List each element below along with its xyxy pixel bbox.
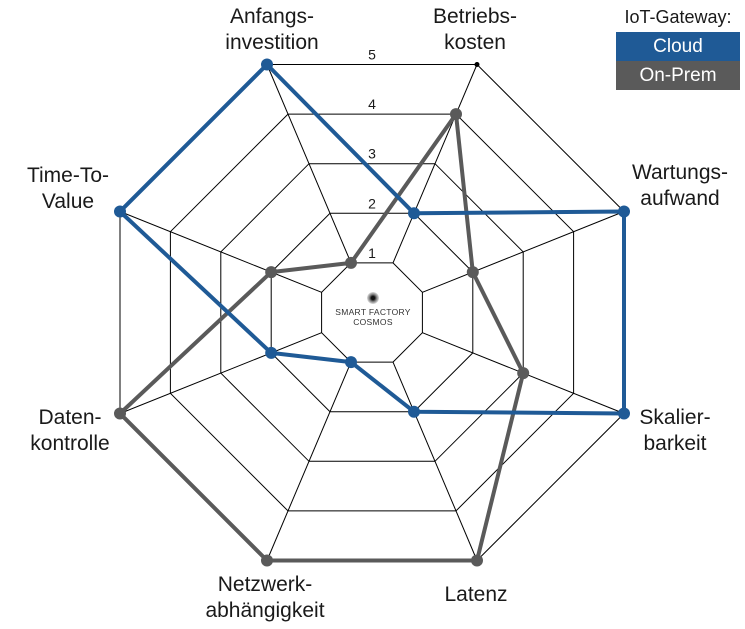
tick-label-3: 3: [368, 146, 376, 162]
axis-label-latenz: Latenz: [444, 583, 508, 606]
grid-spoke: [266, 64, 352, 264]
data-point-cloud[interactable]: [408, 207, 420, 220]
grid-spoke: [422, 211, 625, 293]
data-point-on-prem[interactable]: [450, 108, 462, 121]
legend-title: IoT-Gateway:: [624, 7, 732, 27]
tick-label-5: 5: [368, 47, 376, 63]
legend-item-on-prem[interactable]: On-Prem: [616, 61, 740, 90]
grid-spoke: [119, 211, 322, 293]
data-point-on-prem[interactable]: [466, 266, 479, 279]
series-line-cloud: [118, 62, 626, 416]
axis-label-wartungsaufwand: Wartungs- aufwand: [631, 161, 729, 210]
legend: IoT-Gateway: Cloud On-Prem: [616, 6, 740, 90]
grid-spoke: [266, 361, 352, 561]
series-line-on-prem: [118, 112, 526, 563]
tick-label-1: 1: [368, 245, 376, 261]
data-point-cloud[interactable]: [261, 58, 273, 71]
tick-label-2: 2: [368, 195, 376, 211]
axis-label-skalierbarkeit: Skalier- barkeit: [639, 406, 711, 455]
axis-label-anfangsinvestition: Anfangs- investition: [225, 5, 319, 54]
smart-factory-cosmos-logo: SMART FACTORY COSMOS: [322, 292, 424, 327]
logo-line-1: SMART FACTORY: [335, 307, 411, 317]
vertex-dot: [474, 62, 480, 67]
tick-label-4: 4: [368, 96, 376, 112]
axis-label-datenkontrolle: Daten- kontrolle: [30, 406, 110, 455]
grid-spoke: [392, 64, 478, 264]
grid-spoke: [392, 361, 478, 561]
data-point-on-prem[interactable]: [517, 367, 530, 380]
data-point-on-prem[interactable]: [265, 266, 278, 279]
scale-tick-labels: 1 2 3 4 5: [368, 47, 376, 261]
axis-label-netzwerkabhaengigkeit: Netzwerk- abhängigkeit: [205, 573, 325, 622]
data-point-cloud[interactable]: [345, 356, 357, 369]
data-point-cloud[interactable]: [618, 407, 630, 420]
data-point-on-prem[interactable]: [261, 554, 273, 567]
data-point-on-prem[interactable]: [345, 256, 357, 269]
data-point-cloud[interactable]: [114, 205, 126, 218]
legend-item-cloud[interactable]: Cloud: [616, 32, 740, 61]
data-point-on-prem[interactable]: [114, 407, 126, 420]
axis-label-time-to-value: Time-To- Value: [26, 164, 110, 213]
data-series: [114, 58, 630, 567]
data-point-on-prem[interactable]: [471, 554, 483, 567]
data-point-cloud[interactable]: [408, 405, 420, 418]
logo-icon: [367, 292, 379, 304]
data-point-cloud[interactable]: [265, 346, 278, 359]
logo-line-2: COSMOS: [353, 317, 393, 327]
grid-spoke: [119, 332, 322, 414]
data-point-cloud[interactable]: [618, 205, 630, 218]
axis-label-betriebskosten: Betriebs- kosten: [432, 5, 518, 54]
